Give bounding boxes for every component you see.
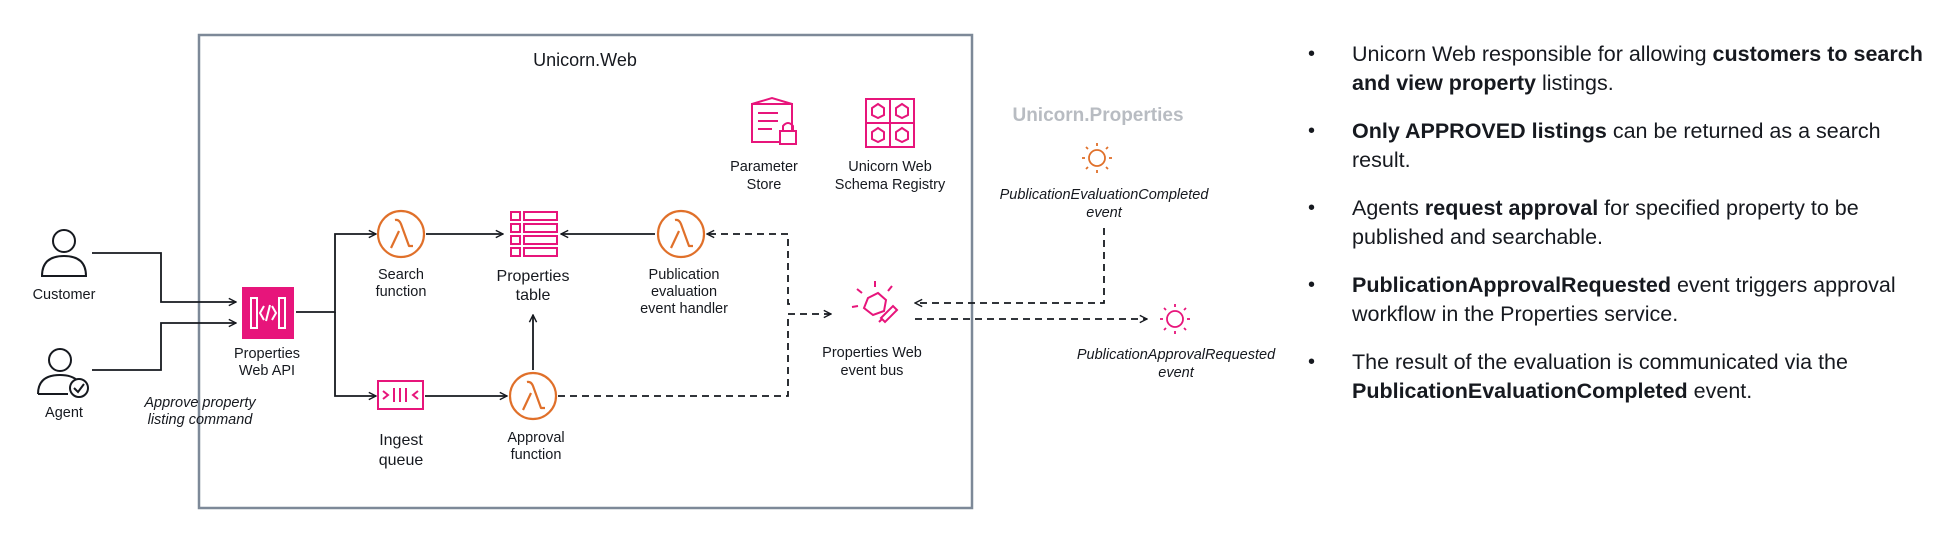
bus-to-handler-arrow [707,234,790,305]
schema-label-line1: Unicorn Web [848,159,932,175]
api-to-search-arrow [296,234,376,313]
handler-label-line2: evaluation [651,284,717,300]
api-label-line2: Web API [239,363,295,379]
eval-event-to-bus-arrow [915,228,1105,303]
agent-to-api-arrow [92,323,236,371]
req-event-label-line1: PublicationApprovalRequested [1077,347,1276,363]
unicorn-web-boundary [197,33,974,510]
api-label-line1: Properties [234,346,300,362]
approval-label-line1: Approval [507,430,564,446]
approval-label-line2: function [511,447,562,463]
eval-event-label-line2: event [1086,205,1122,221]
architecture-diagram: Unicorn.Web Unicorn.Properties Customer … [33,33,1276,510]
solid-connectors [92,234,655,396]
approve-command-line1: Approve property [143,395,256,411]
handler-function-icon [656,209,706,259]
bus-label-line2: event bus [841,363,904,379]
search-label-line2: function [376,284,427,300]
parameter-store-icon [751,96,797,145]
customer-label: Customer [33,287,96,303]
schema-label-line2: Schema Registry [835,177,946,193]
handler-label-line3: event handler [640,301,728,317]
queue-label-line2: queue [379,452,424,469]
approve-command-line2: listing command [148,412,254,428]
handler-label-line1: Publication [649,267,720,283]
approval-function-icon [508,371,558,421]
search-label-line1: Search [378,267,424,283]
agent-icon [37,348,89,398]
api-gateway-icon [242,287,294,339]
table-label-line1: Properties [497,268,570,285]
unicorn-properties-title: Unicorn.Properties [1012,105,1183,126]
evaluation-completed-event-icon [1082,143,1112,173]
approval-requested-event-icon [1160,304,1190,334]
req-event-label-line2: event [1158,365,1194,381]
approval-to-bus-arrow [558,314,831,397]
event-bus-icon [851,281,899,324]
ingest-queue-icon [377,380,424,410]
search-function-icon [376,209,426,259]
queue-label-line1: Ingest [379,432,423,449]
properties-table-icon [510,211,558,257]
dashed-connectors [558,228,1147,397]
summary-bullet-list: Unicorn Web responsible for allowing cus… [1300,40,1940,425]
customer-icon [40,229,88,277]
api-to-queue-arrow [334,312,376,396]
bullet-item: Agents request approval for specified pr… [1300,194,1940,252]
schema-registry-icon [865,98,915,148]
bullet-item: PublicationApprovalRequested event trigg… [1300,271,1940,329]
bullet-item: Unicorn Web responsible for allowing cus… [1300,40,1940,98]
customer-to-api-arrow [92,252,236,302]
bus-label-line1: Properties Web [822,345,922,361]
param-label-line1: Parameter [730,159,798,175]
param-label-line2: Store [747,177,782,193]
unicorn-web-title: Unicorn.Web [533,50,637,70]
bullet-item: The result of the evaluation is communic… [1300,348,1940,406]
eval-event-label-line1: PublicationEvaluationCompleted [1000,187,1210,203]
bullet-item: Only APPROVED listings can be returned a… [1300,117,1940,175]
table-label-line2: table [516,287,551,304]
agent-label: Agent [45,405,83,421]
